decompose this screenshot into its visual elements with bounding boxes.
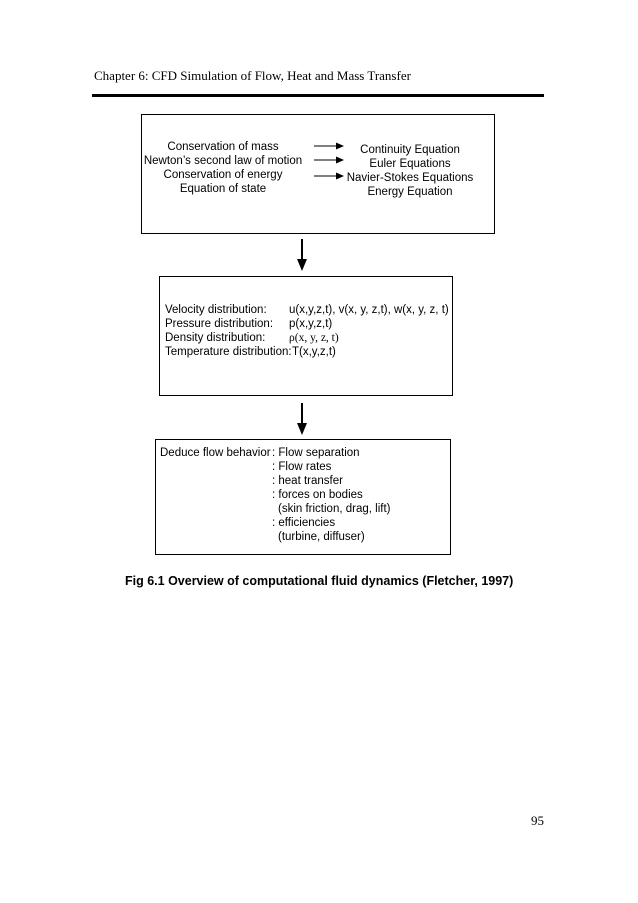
page-number: 95 [531,813,544,828]
flow-behavior-box [155,439,451,555]
arrow-down-2-icon [297,403,307,435]
law-conservation-of-mass: Conservation of mass [167,141,279,153]
pressure-value: p(x,y,z,t) [289,318,333,330]
arrow-newton-to-euler-icon [314,156,344,164]
equation-energy: Energy Equation [367,186,453,198]
behavior-item: : forces on bodies [272,489,363,501]
temperature-label: Temperature distribution: [165,346,292,358]
temperature-value: T(x,y,z,t) [292,346,336,358]
equation-euler: Euler Equations [369,158,451,170]
velocity-label: Velocity distribution: [165,304,267,316]
density-value: ρ(x, y, z, t) [289,332,339,344]
behavior-subitem: (skin friction, drag, lift) [278,503,391,515]
behavior-item: : efficiencies [272,517,336,529]
behavior-item: : Flow rates [272,461,332,473]
equation-continuity: Continuity Equation [360,144,460,156]
figure-caption: Fig 6.1 Overview of computational fluid … [125,574,514,588]
distributions-box [159,276,453,396]
equation-navier-stokes: Navier-Stokes Equations [346,172,474,184]
chapter-header: Chapter 6: CFD Simulation of Flow, Heat … [94,68,411,83]
law-conservation-of-energy: Conservation of energy [163,169,283,181]
pressure-label: Pressure distribution: [165,318,274,330]
arrow-energy-to-navier-stokes-icon [314,172,344,180]
behavior-subitem: (turbine, diffuser) [278,531,365,543]
header-rule [92,94,544,97]
arrow-down-1-icon [297,239,307,271]
behavior-item: : Flow separation [272,447,360,459]
conservation-laws-box [141,114,495,234]
density-label: Density distribution: [165,332,266,344]
deduce-flow-label: Deduce flow behavior [160,447,271,459]
behavior-item: : heat transfer [272,475,343,487]
law-equation-of-state: Equation of state [179,183,267,195]
law-newtons-second-law: Newton’s second law of motion [143,155,303,167]
velocity-value: u(x,y,z,t), v(x, y, z,t), w(x, y, z, t) [289,304,449,316]
arrow-mass-to-continuity-icon [314,142,344,150]
